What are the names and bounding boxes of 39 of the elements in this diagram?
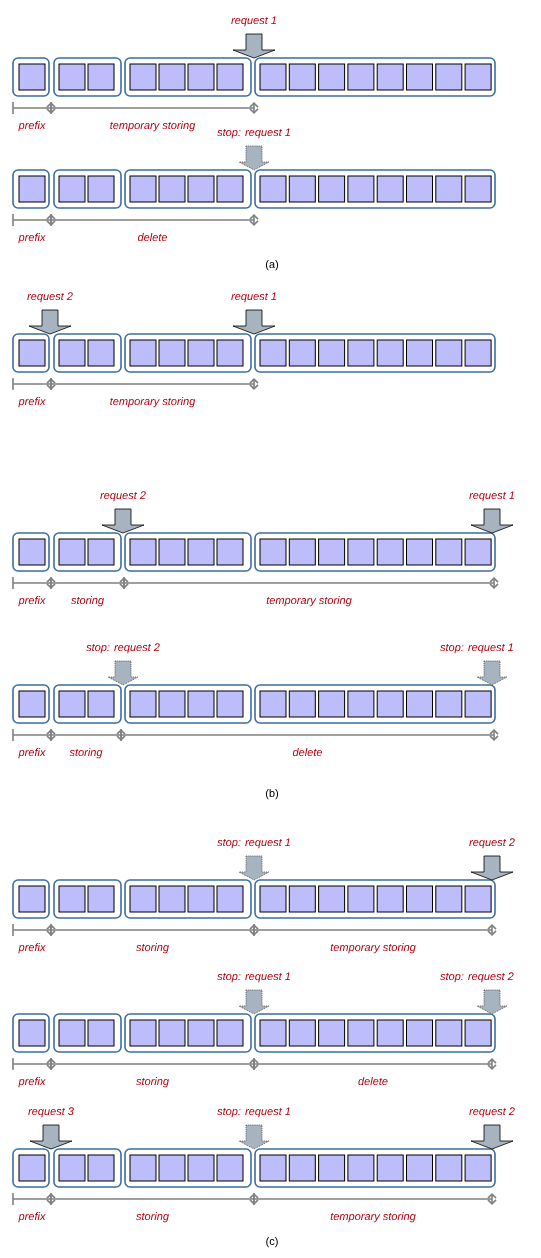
dimension-label: temporary storing [110,121,196,132]
dimension-label: prefix [18,1212,46,1223]
arrow-label: request 2 [100,491,146,502]
dimension-label: storing [136,1212,169,1223]
dimension-label: storing [69,748,103,759]
dimension-label: prefix [18,397,46,408]
arrow-label: stop: request 1 [440,643,513,654]
arrow-label: stop: request 2 [440,972,514,983]
arrow-label: request 2 [27,292,73,303]
arrow-label: stop: request 1 [217,972,290,983]
dimension-label: prefix [18,1077,46,1088]
arrow-label: request 1 [469,491,514,502]
dimension-label: prefix [18,596,46,607]
dimension-label: prefix [18,943,46,954]
arrow-label: request 2 [469,838,515,849]
dimension-label: prefix [18,748,46,759]
arrow-label: request 1 [231,16,276,27]
dimension-label: delete [358,1077,388,1086]
dimension-label: storing [136,943,169,954]
dimension-label: prefix [18,121,46,132]
arrow-label: request 1 [231,292,276,303]
dimension-label: delete [292,748,323,757]
dimension-label: storing [71,596,104,607]
dimension-label: temporary storing [330,943,416,954]
dimension-label: temporary storing [330,1212,416,1223]
dimension-label: temporary storing [110,397,196,408]
dimension-label: delete [137,233,168,242]
subfigure-caption: (a) [265,260,279,271]
dimension-label: storing [136,1077,169,1088]
dimension-label: prefix [18,233,46,244]
arrow-label: stop: request 1 [217,1107,290,1118]
arrow-label: stop: request 2 [86,643,160,654]
arrow-label: request 3 [28,1107,74,1118]
arrow-label: stop: request 1 [217,838,290,849]
arrow-label: request 2 [469,1107,515,1118]
dimension-label: temporary storing [266,596,352,607]
subfigure-caption: (c) [266,1237,278,1248]
arrow-label: stop: request 1 [217,128,290,139]
subfigure-caption: (b) [265,789,279,800]
